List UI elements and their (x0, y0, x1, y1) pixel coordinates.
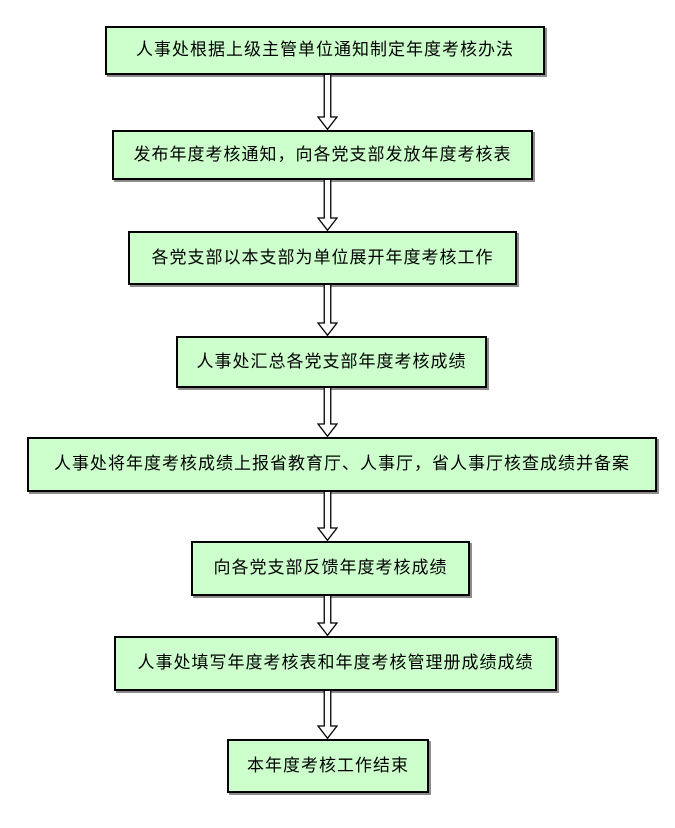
down-arrow-icon (317, 75, 338, 130)
flow-step-label: 人事处汇总各党支部年度考核成绩 (196, 351, 467, 371)
flow-step-box-3: 各党支部以本支部为单位展开年度考核工作 (128, 231, 517, 285)
down-arrow-icon (317, 285, 338, 336)
flow-step-box-4: 人事处汇总各党支部年度考核成绩 (176, 336, 487, 388)
flow-step-label: 向各党支部反馈年度考核成绩 (213, 558, 448, 578)
flow-step-label: 各党支部以本支部为单位展开年度考核工作 (151, 247, 494, 267)
down-arrow-icon (317, 596, 338, 636)
flow-step-box-1: 人事处根据上级主管单位通知制定年度考核办法 (105, 26, 545, 75)
flow-step-label: 人事处根据上级主管单位通知制定年度考核办法 (136, 40, 514, 60)
flow-step-label: 人事处填写年度考核表和年度考核管理册成绩成绩 (137, 653, 534, 673)
flow-step-label: 发布年度考核通知，向各党支部发放年度考核表 (133, 144, 512, 164)
flow-step-box-5: 人事处将年度考核成绩上报省教育厅、人事厅，省人事厅核查成绩并备案 (27, 437, 657, 492)
down-arrow-icon (317, 180, 338, 231)
down-arrow-icon (317, 388, 338, 437)
flow-step-box-8: 本年度考核工作结束 (227, 739, 429, 793)
down-arrow-icon (317, 691, 338, 739)
flow-step-label: 本年度考核工作结束 (247, 755, 409, 775)
flow-step-box-2: 发布年度考核通知，向各党支部发放年度考核表 (112, 130, 533, 180)
down-arrow-icon (317, 492, 338, 541)
flow-step-box-7: 人事处填写年度考核表和年度考核管理册成绩成绩 (114, 636, 557, 691)
flow-step-label: 人事处将年度考核成绩上报省教育厅、人事厅，省人事厅核查成绩并备案 (54, 454, 630, 474)
flow-step-box-6: 向各党支部反馈年度考核成绩 (191, 541, 470, 596)
